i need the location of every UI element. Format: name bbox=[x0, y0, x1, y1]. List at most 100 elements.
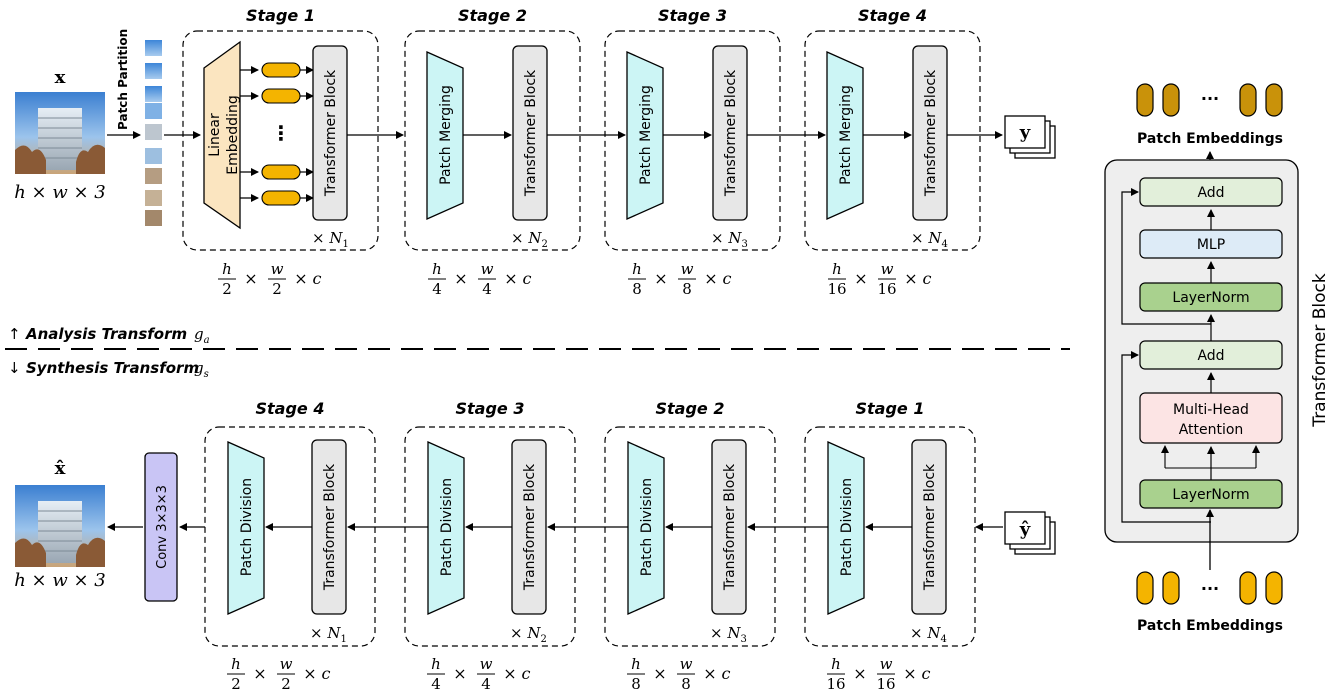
stage-dims-times: × bbox=[654, 269, 667, 288]
patch-division-label: Patch Division bbox=[839, 478, 855, 576]
stage-dims: h4×w4×c bbox=[428, 260, 532, 298]
analysis-stage-title: Stage 3 bbox=[658, 6, 727, 25]
analysis-stage-title: Stage 4 bbox=[858, 6, 927, 25]
patch-partition-label: Patch Partition bbox=[116, 29, 130, 130]
stage-dims-h-numerator: h bbox=[431, 655, 441, 673]
embedding-token bbox=[261, 164, 301, 180]
analysis-stage-frame bbox=[804, 30, 981, 251]
stage-dims-w-denominator: 8 bbox=[681, 675, 691, 693]
stage-dims-h-denominator: 2 bbox=[231, 675, 241, 693]
stage-dims-times: × bbox=[854, 269, 867, 288]
stage-dims-channels: c bbox=[322, 664, 331, 683]
analysis-subscript: a bbox=[204, 335, 210, 346]
patch-division-block bbox=[227, 440, 265, 616]
patch-merging-block bbox=[626, 50, 664, 221]
synthesis-stage: Stage 3 Patch Division Transformer Block × … bbox=[347, 399, 576, 693]
transformer-block-label: Transformer Block bbox=[522, 463, 538, 591]
bottom-patch-embeddings-label: Patch Embeddings bbox=[1137, 618, 1283, 634]
transformer-block-label: Transformer Block bbox=[322, 463, 338, 591]
stage-repeat: × N1 bbox=[312, 229, 349, 250]
tb-layer-add bbox=[1139, 177, 1283, 207]
analysis-symbol: g bbox=[194, 325, 204, 343]
stage-dims-w-denominator: 16 bbox=[877, 280, 896, 298]
latent-y-label: y bbox=[1019, 122, 1031, 143]
output-image bbox=[15, 485, 105, 567]
conv-label: Conv 3×3×3 bbox=[155, 485, 170, 569]
embedding-token bbox=[261, 88, 301, 104]
stage-dims-h-numerator: h bbox=[632, 260, 642, 278]
top-patch-embeddings-label: Patch Embeddings bbox=[1137, 131, 1283, 147]
stage-dims: h16×w16×c bbox=[826, 655, 930, 693]
stage-dims-times: × bbox=[903, 664, 916, 683]
output-shape: h × w × 3 bbox=[14, 570, 106, 591]
stage-dims: h4×w4×c bbox=[427, 655, 531, 693]
tb-layer-label: Add bbox=[1197, 185, 1224, 201]
stage-dims-h-numerator: h bbox=[832, 260, 842, 278]
stage-dims-w-numerator: w bbox=[271, 260, 284, 278]
stage-dims-times: × bbox=[853, 664, 866, 683]
stage-dims-w-numerator: w bbox=[881, 260, 894, 278]
synthesis-symbol: g bbox=[194, 359, 204, 377]
transformer-block bbox=[512, 45, 548, 221]
stage-dims-w-denominator: 2 bbox=[272, 280, 282, 298]
patch-merging-label: Patch Merging bbox=[438, 85, 454, 185]
synthesis-stage-title: Stage 4 bbox=[256, 399, 325, 418]
stage-dims-times: × bbox=[454, 269, 467, 288]
stage-dims-times: × bbox=[244, 269, 257, 288]
svg-text:ga: ga bbox=[194, 325, 210, 346]
stage-dims-w-numerator: w bbox=[480, 655, 493, 673]
stage-repeat: × N3 bbox=[710, 624, 747, 645]
input-symbol: x bbox=[55, 67, 66, 88]
stage-dims-channels: c bbox=[923, 269, 932, 288]
stage-dims-h-numerator: h bbox=[831, 655, 841, 673]
transformer-block-label: Transformer Block bbox=[523, 69, 539, 197]
patch-merging-block bbox=[426, 50, 464, 221]
input-shape: h × w × 3 bbox=[14, 182, 106, 203]
analysis-stage-title: Stage 1 bbox=[246, 6, 315, 25]
stage-dims-h-numerator: h bbox=[631, 655, 641, 673]
patch-merging-label: Patch Merging bbox=[638, 85, 654, 185]
stage-dims: h8×w8×c bbox=[627, 655, 731, 693]
stage-dims-times: × bbox=[294, 269, 307, 288]
analysis-stage-frame bbox=[182, 30, 379, 251]
stage-dims-times: × bbox=[703, 664, 716, 683]
stage-dims: h2×w2×c bbox=[218, 260, 322, 298]
svg-text:gs: gs bbox=[194, 359, 209, 380]
transformer-block bbox=[912, 45, 948, 221]
stage-dims-w-numerator: w bbox=[880, 655, 893, 673]
stage-dims-w-denominator: 2 bbox=[281, 675, 291, 693]
bottom-dots: ... bbox=[1201, 575, 1219, 594]
patch-division-label: Patch Division bbox=[439, 478, 455, 576]
transformer-block-label: Transformer Block bbox=[923, 69, 939, 197]
stage-repeat: × N2 bbox=[510, 624, 547, 645]
synthesis-stage-frame bbox=[404, 426, 576, 647]
stage-repeat: × N1 bbox=[310, 624, 347, 645]
stage-dims-w-denominator: 16 bbox=[876, 675, 895, 693]
patch-merging-label: Patch Merging bbox=[838, 85, 854, 185]
stage-dims-times: × bbox=[303, 664, 316, 683]
analysis-arrow: ↑ bbox=[8, 325, 21, 343]
stage-dims-channels: c bbox=[313, 269, 322, 288]
stage-dims: h16×w16×c bbox=[827, 260, 931, 298]
linear-embedding-block bbox=[203, 40, 241, 230]
stage-dims-h-denominator: 4 bbox=[432, 280, 442, 298]
stage-dims-h-numerator: h bbox=[222, 260, 232, 278]
analysis-stage-frame bbox=[404, 30, 581, 251]
top-dots: ... bbox=[1201, 85, 1219, 104]
stage-dims-times: × bbox=[653, 664, 666, 683]
synthesis-stage-title: Stage 1 bbox=[856, 399, 925, 418]
transformer-block-title: Transformer Block bbox=[1310, 273, 1330, 428]
stage-dims-channels: c bbox=[723, 269, 732, 288]
synthesis-stage-title: Stage 3 bbox=[456, 399, 525, 418]
transformer-block-detail: ... Patch Embeddings Transformer Block A… bbox=[1104, 83, 1330, 634]
synthesis-subscript: s bbox=[204, 369, 209, 380]
